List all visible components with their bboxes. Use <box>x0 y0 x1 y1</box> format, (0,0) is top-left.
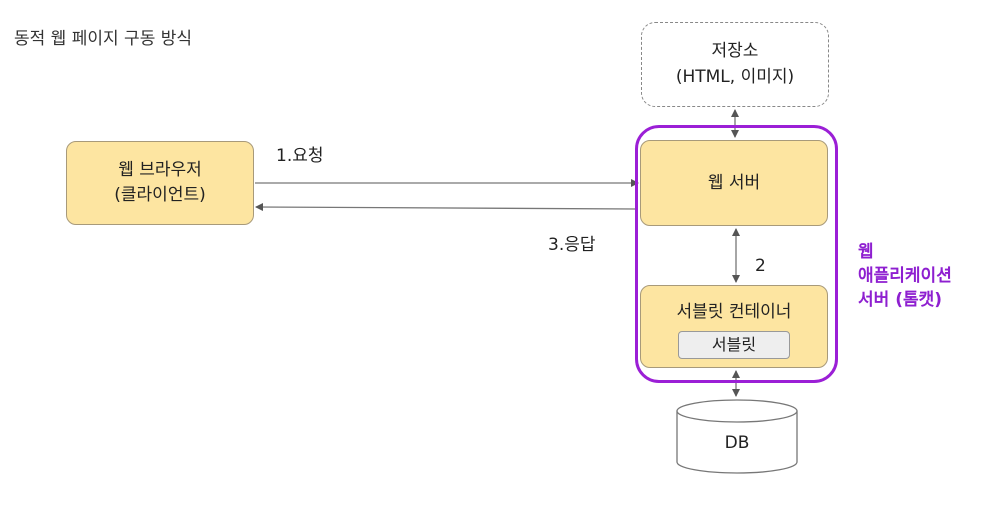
servlet-container-box: 서블릿 컨테이너 서블릿 <box>640 285 828 368</box>
storage-box: 저장소 (HTML, 이미지) <box>641 22 829 107</box>
db-cylinder <box>676 399 798 474</box>
step2-label: 2 <box>755 256 766 276</box>
was-label-line2: 애플리케이션 <box>858 265 952 286</box>
browser-title: 웹 브라우저 <box>118 160 202 181</box>
web-server-label: 웹 서버 <box>707 172 761 193</box>
web-browser-box: 웹 브라우저 (클라이언트) <box>66 141 254 225</box>
browser-subtitle: (클라이언트) <box>114 185 206 205</box>
web-server-box: 웹 서버 <box>640 140 828 226</box>
was-label-line1: 웹 <box>858 242 874 262</box>
was-label: 웹 애플리케이션 서버 (톰캣) <box>858 241 952 312</box>
servlet-box: 서블릿 <box>678 330 790 359</box>
response-arrow <box>255 203 639 212</box>
storage-title: 저장소 <box>711 41 759 61</box>
page-title: 동적 웹 페이지 구동 방식 <box>14 29 193 49</box>
db-label: DB <box>724 433 750 453</box>
request-label: 1.요청 <box>276 146 324 166</box>
storage-subtitle: (HTML, 이미지) <box>675 66 795 87</box>
servlet-container-label: 서블릿 컨테이너 <box>676 302 792 322</box>
response-label: 3.응답 <box>548 235 596 255</box>
was-frame <box>635 125 838 383</box>
was-label-line3: 서버 (톰캣) <box>858 289 943 310</box>
